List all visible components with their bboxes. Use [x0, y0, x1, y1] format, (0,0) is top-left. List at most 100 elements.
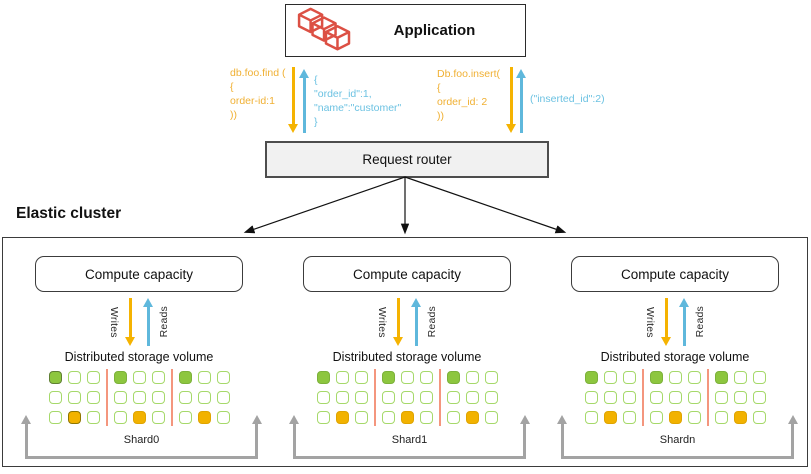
- reads-label: Reads: [426, 306, 438, 338]
- storage-cell-yellow: [132, 411, 146, 424]
- storage-cell-empty: [687, 391, 701, 404]
- compute-capacity-label: Compute capacity: [84, 266, 194, 282]
- storage-cell-green: [446, 371, 460, 384]
- storage-segment: [113, 371, 165, 424]
- application-label: Application: [393, 22, 476, 39]
- application-cubes-icon: [297, 7, 351, 50]
- storage-cell-green: [584, 371, 598, 384]
- find-write-arrow-icon: [288, 67, 298, 133]
- writes-label: Writes: [644, 306, 656, 338]
- segment-separator: [105, 369, 108, 426]
- bracket-arrow-left-icon: [557, 415, 567, 424]
- storage-cell-yellow: [197, 411, 211, 424]
- storage-segment: [316, 371, 368, 424]
- storage-cell-empty: [400, 371, 414, 384]
- storage-cell-green: [113, 371, 127, 384]
- shard-section: Compute capacity Writes Reads Distribute…: [5, 238, 273, 466]
- storage-cell-empty: [216, 391, 230, 404]
- storage-cell-empty: [603, 371, 617, 384]
- storage-cell-green: [178, 371, 192, 384]
- storage-cell-empty: [316, 391, 330, 404]
- bracket-arrow-right-icon: [520, 415, 530, 424]
- storage-cell-empty: [354, 391, 368, 404]
- storage-segment: [48, 371, 100, 424]
- storage-cell-empty: [622, 411, 636, 424]
- storage-grid: [584, 369, 766, 426]
- storage-cell-empty: [584, 411, 598, 424]
- bracket-arrow-right-icon: [788, 415, 798, 424]
- storage-cell-empty: [316, 411, 330, 424]
- segment-separator: [373, 369, 376, 426]
- storage-cell-empty: [484, 391, 498, 404]
- storage-cell-empty: [752, 411, 766, 424]
- storage-grid: [316, 369, 498, 426]
- storage-cell-empty: [419, 371, 433, 384]
- reads-arrow-icon: [679, 298, 689, 346]
- storage-cell-empty: [649, 391, 663, 404]
- storage-cell-empty: [668, 391, 682, 404]
- shard-section: Compute capacity Writes Reads Distribute…: [273, 238, 541, 466]
- storage-cell-green: [714, 371, 728, 384]
- compute-capacity-label: Compute capacity: [352, 266, 462, 282]
- reads-label: Reads: [694, 306, 706, 338]
- storage-cell-yellow: [465, 411, 479, 424]
- storage-cell-empty: [67, 371, 81, 384]
- compute-capacity-box: Compute capacity: [303, 256, 511, 292]
- storage-segment: [446, 371, 498, 424]
- storage-cell-empty: [400, 391, 414, 404]
- insert-request-code: Db.foo.insert({order_id: 2)): [437, 68, 501, 122]
- storage-cell-empty: [381, 391, 395, 404]
- storage-cell-empty: [622, 391, 636, 404]
- storage-cell-empty: [197, 391, 211, 404]
- storage-cell-empty: [381, 411, 395, 424]
- storage-cell-empty: [419, 411, 433, 424]
- storage-cell-green: [316, 371, 330, 384]
- find-response-code: {"order_id":1,"name":"customer"}: [314, 74, 402, 128]
- storage-cell-empty: [354, 371, 368, 384]
- storage-cell-empty: [335, 371, 349, 384]
- compute-capacity-box: Compute capacity: [571, 256, 779, 292]
- storage-cell-empty: [465, 371, 479, 384]
- storage-segment: [714, 371, 766, 424]
- storage-cell-empty: [687, 411, 701, 424]
- storage-cell-empty: [151, 411, 165, 424]
- storage-cell-empty: [446, 391, 460, 404]
- compute-capacity-label: Compute capacity: [620, 266, 730, 282]
- insert-read-arrow-icon: [516, 69, 526, 133]
- storage-cell-empty: [484, 411, 498, 424]
- storage-cell-empty: [132, 391, 146, 404]
- shard-section: Compute capacity Writes Reads Distribute…: [541, 238, 809, 466]
- shard-name-label: Shard0: [123, 434, 160, 446]
- reads-arrow-icon: [411, 298, 421, 346]
- storage-cell-empty: [48, 411, 62, 424]
- storage-cell-empty: [216, 371, 230, 384]
- storage-cell-empty: [687, 371, 701, 384]
- application-box: Application: [285, 4, 526, 57]
- storage-cell-empty: [752, 371, 766, 384]
- insert-write-arrow-icon: [506, 67, 516, 133]
- shard-name-label: Shardn: [659, 434, 696, 446]
- storage-cell-empty: [86, 371, 100, 384]
- storage-cell-empty: [86, 391, 100, 404]
- reads-writes-row: Writes Reads: [644, 297, 706, 347]
- storage-segment: [649, 371, 701, 424]
- storage-cell-empty: [752, 391, 766, 404]
- reads-writes-row: Writes Reads: [376, 297, 438, 347]
- storage-cell-empty: [178, 411, 192, 424]
- storage-cell-empty: [86, 411, 100, 424]
- storage-cell-empty: [465, 391, 479, 404]
- segment-separator: [438, 369, 441, 426]
- storage-cell-empty: [584, 391, 598, 404]
- reads-writes-row: Writes Reads: [108, 297, 170, 347]
- storage-cell-empty: [419, 391, 433, 404]
- storage-cell-empty: [733, 391, 747, 404]
- storage-cell-empty: [48, 391, 62, 404]
- bracket-arrow-left-icon: [21, 415, 31, 424]
- storage-cell-yellow: [335, 411, 349, 424]
- distributed-storage-volume-label: Distributed storage volume: [332, 350, 482, 364]
- find-read-arrow-icon: [299, 69, 309, 133]
- storage-cell-empty: [733, 371, 747, 384]
- storage-cell-empty: [714, 411, 728, 424]
- storage-cell-empty: [484, 371, 498, 384]
- storage-cell-empty: [178, 391, 192, 404]
